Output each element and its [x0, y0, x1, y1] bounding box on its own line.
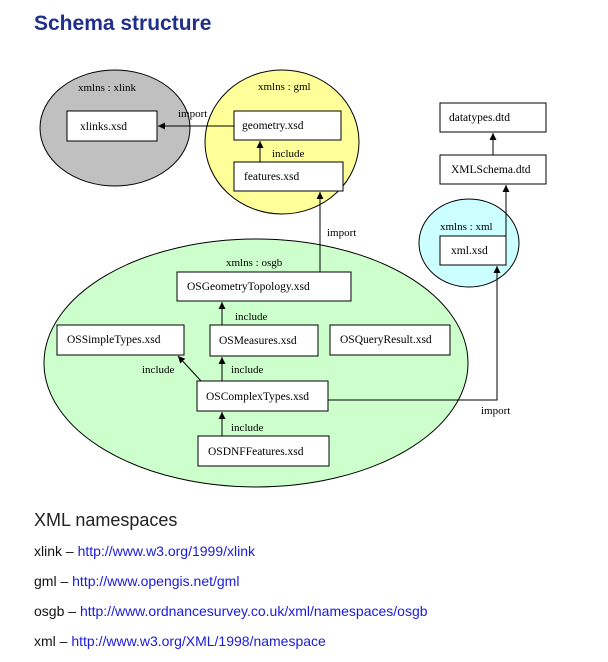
namespace-item-osgb: osgb – http://www.ordnancesurvey.co.uk/x…	[34, 602, 428, 632]
box-xlinks-label: xlinks.xsd	[80, 121, 127, 133]
namespace-item-gml: gml – http://www.opengis.net/gml	[34, 572, 428, 602]
box-osdnffeatures: OSDNFFeatures.xsd	[197, 435, 330, 467]
box-geometry: geometry.xsd	[233, 110, 342, 141]
namespace-prefix: xml	[34, 633, 56, 649]
page-title: Schema structure	[34, 12, 212, 35]
namespace-gml-label: xmlns : gml	[258, 81, 311, 93]
edge-label-include-complex-simple: include	[142, 364, 174, 376]
edge-label-include-complex-measures: include	[231, 364, 263, 376]
box-xml-label: xml.xsd	[451, 245, 488, 257]
box-osmeasures: OSMeasures.xsd	[209, 324, 319, 357]
box-datatypes: datatypes.dtd	[439, 102, 547, 133]
edge-complex-to-xml	[328, 266, 501, 401]
namespace-item-xlink: xlink – http://www.w3.org/1999/xlink	[34, 542, 428, 572]
edge-label-include-measures-topology: include	[235, 311, 267, 323]
edge-label-import-gml-xlink: import	[178, 108, 207, 120]
namespace-osgb-ellipse	[43, 238, 469, 488]
namespace-prefix: xlink	[34, 543, 63, 559]
namespace-link-osgb[interactable]: http://www.ordnancesurvey.co.uk/xml/name…	[79, 603, 428, 619]
edge-complex-to-simple	[177, 355, 202, 382]
namespace-xml-label: xmlns : xml	[440, 221, 493, 233]
box-datatypes-label: datatypes.dtd	[449, 112, 510, 124]
namespace-separator: –	[62, 543, 78, 559]
namespace-osgb-label: xmlns : osgb	[226, 257, 283, 269]
box-features-label: features.xsd	[244, 171, 299, 183]
namespaces-list: xlink – http://www.w3.org/1999/xlink gml…	[34, 542, 428, 662]
box-osgeometrytopology-label: OSGeometryTopology.xsd	[187, 281, 310, 293]
namespaces-heading: XML namespaces	[34, 510, 178, 530]
namespace-prefix: osgb	[34, 603, 65, 619]
schema-diagram: xmlns : xlink xmlns : gml xmlns : xml xm…	[39, 69, 547, 488]
box-osmeasures-label: OSMeasures.xsd	[219, 335, 297, 347]
namespace-item-xml: xml – http://www.w3.org/XML/1998/namespa…	[34, 632, 428, 662]
box-oscomplextypes: OSComplexTypes.xsd	[196, 380, 329, 412]
edge-label-include-dnf-complex: include	[231, 422, 263, 434]
namespace-link-gml[interactable]: http://www.opengis.net/gml	[72, 573, 240, 589]
box-xmlschema: XMLSchema.dtd	[439, 154, 547, 185]
box-osgeometrytopology: OSGeometryTopology.xsd	[176, 271, 352, 302]
box-osqueryresult-label: OSQueryResult.xsd	[340, 334, 432, 346]
edge-label-import-osgb-gml: import	[327, 227, 356, 239]
namespace-separator: –	[64, 603, 80, 619]
box-oscomplextypes-label: OSComplexTypes.xsd	[206, 391, 309, 403]
box-ossimpletypes-label: OSSimpleTypes.xsd	[67, 334, 161, 346]
namespace-separator: –	[55, 633, 72, 649]
box-xml: xml.xsd	[439, 235, 507, 266]
box-osqueryresult: OSQueryResult.xsd	[329, 324, 451, 356]
namespace-xlink-label: xmlns : xlink	[78, 82, 137, 94]
box-xlinks: xlinks.xsd	[66, 110, 158, 142]
box-osdnffeatures-label: OSDNFFeatures.xsd	[208, 446, 304, 458]
box-xmlschema-label: XMLSchema.dtd	[451, 164, 531, 176]
namespace-link-xml[interactable]: http://www.w3.org/XML/1998/namespace	[71, 633, 326, 649]
box-features: features.xsd	[233, 161, 344, 192]
edge-label-import-osgb-xml: import	[481, 405, 510, 417]
box-geometry-label: geometry.xsd	[242, 120, 304, 132]
edge-label-include-features-geometry: include	[272, 148, 304, 160]
box-ossimpletypes: OSSimpleTypes.xsd	[56, 324, 185, 356]
namespace-prefix: gml	[34, 573, 57, 589]
namespace-link-xlink[interactable]: http://www.w3.org/1999/xlink	[77, 543, 256, 559]
namespace-separator: –	[56, 573, 73, 589]
